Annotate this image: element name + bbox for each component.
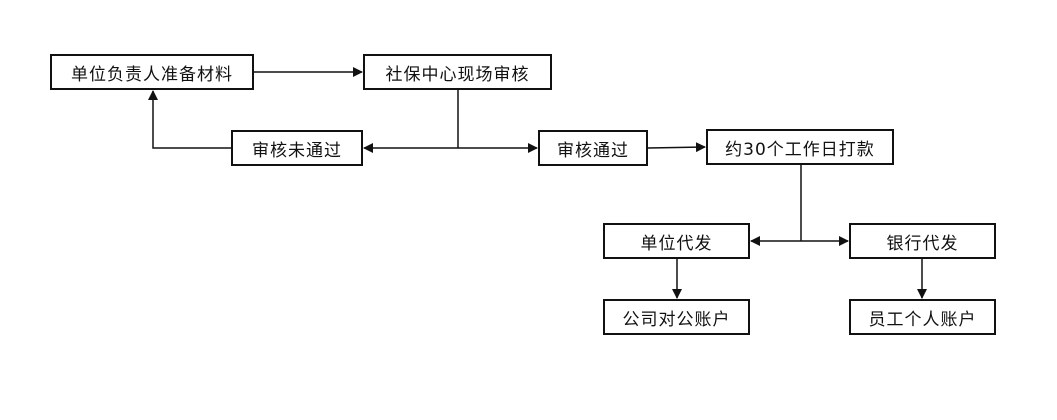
node-employee-account: 员工个人账户 (849, 299, 996, 335)
node-prepare-materials: 单位负责人准备材料 (50, 54, 254, 90)
node-payment: 约30个工作日打款 (706, 129, 894, 165)
arrow-rejected-to-prepare (148, 90, 231, 149)
node-company-account: 公司对公账户 (603, 299, 750, 335)
node-review-rejected: 审核未通过 (231, 130, 363, 166)
node-unit-pay: 单位代发 (603, 223, 750, 259)
node-review-approved: 审核通过 (538, 130, 648, 166)
node-bank-pay: 银行代发 (849, 223, 996, 259)
node-onsite-review: 社保中心现场审核 (363, 54, 552, 90)
arrow-approved-to-payment (647, 142, 706, 153)
